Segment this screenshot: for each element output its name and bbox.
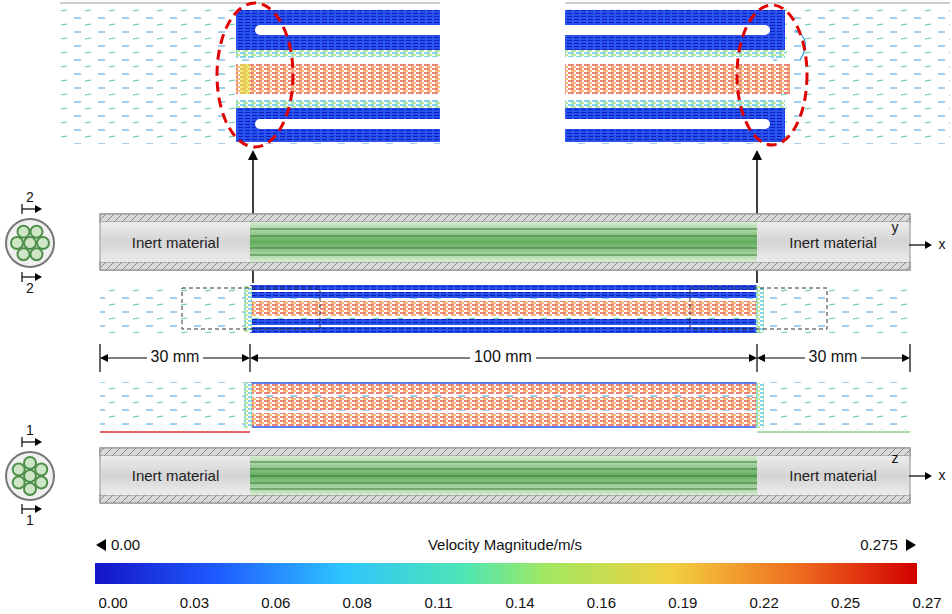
zone-label: Inert material — [132, 467, 220, 484]
colorbar-tick: 0.06 — [261, 595, 290, 612]
inert-zone: Inert material — [757, 222, 909, 262]
axis-label: x — [939, 237, 946, 252]
inert-zone: Inert material — [101, 456, 250, 495]
inert-zone: Inert material — [101, 222, 250, 262]
colorbar-title: Velocity Magnitude/m/s — [428, 537, 582, 554]
zone-label: Inert material — [789, 467, 877, 484]
colorbar-tick: 0.275 — [860, 537, 898, 554]
section-marker: 2 — [26, 190, 34, 205]
dimension-label: 30 mm — [147, 348, 204, 366]
section-marker: 2 — [26, 281, 34, 296]
zone-label: Inert material — [789, 234, 877, 251]
colorbar-tick: 0.00 — [98, 595, 127, 612]
axis-label: z — [892, 451, 899, 466]
inert-zone: Inert material — [757, 456, 909, 495]
colorbar-tick: 0.00 — [111, 537, 140, 554]
axis-label: y — [892, 220, 899, 235]
colorbar-tick: 0.08 — [343, 595, 372, 612]
zone-label: Inert material — [132, 234, 220, 251]
dimension-label: 100 mm — [470, 348, 536, 366]
section-marker: 1 — [26, 513, 34, 528]
colorbar-tick: 0.19 — [668, 595, 697, 612]
colorbar-tick: 0.25 — [831, 595, 860, 612]
colorbar-tick: 0.27 — [912, 595, 941, 612]
colorbar-tick: 0.11 — [425, 595, 453, 612]
colorbar-tick: 0.16 — [587, 595, 616, 612]
axis-label: x — [939, 468, 946, 483]
colorbar-tick: 0.14 — [505, 595, 534, 612]
colorbar-tick: 0.22 — [750, 595, 779, 612]
colorbar-tick: 0.03 — [180, 595, 209, 612]
section-marker: 1 — [26, 423, 34, 438]
dimension-label: 30 mm — [805, 348, 862, 366]
